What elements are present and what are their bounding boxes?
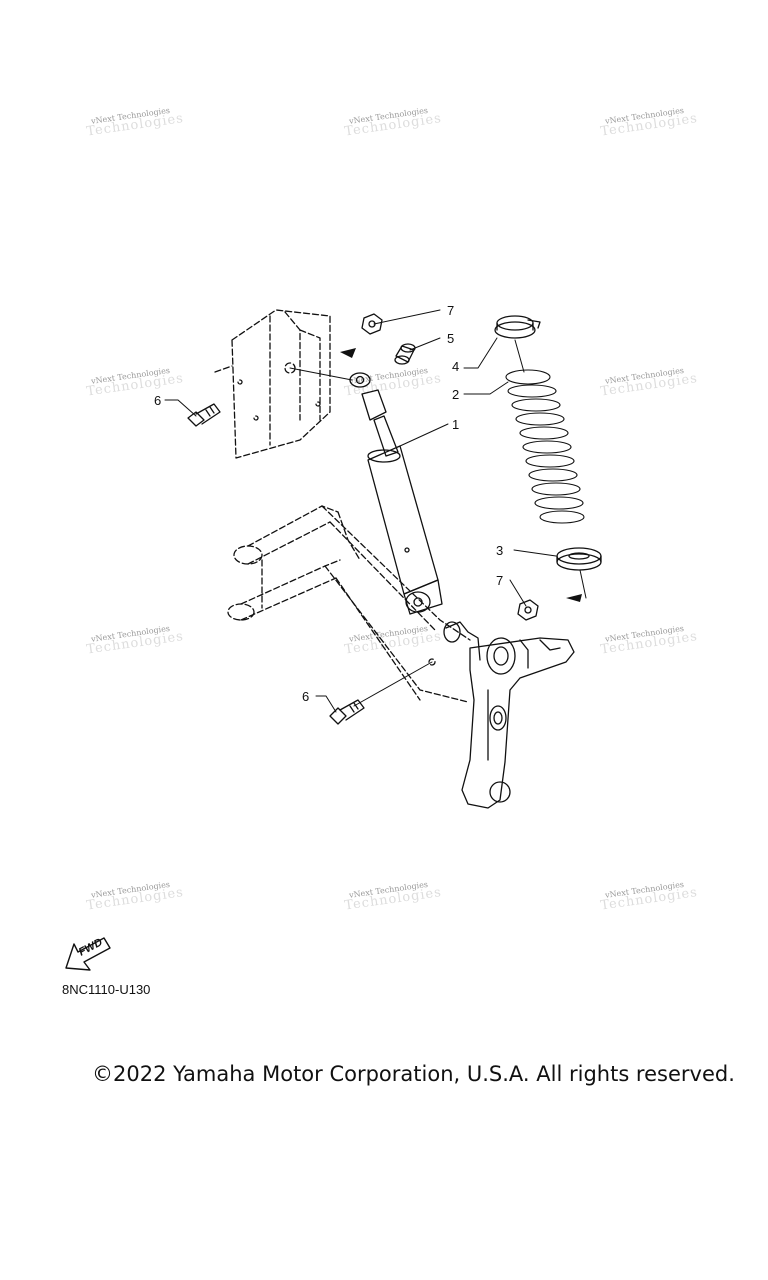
nut-top bbox=[361, 313, 383, 335]
callout-2-spring: 2 bbox=[452, 387, 460, 402]
callout-6-bolt: 6 bbox=[302, 689, 310, 704]
a-arm bbox=[227, 505, 471, 703]
fwd-label: FWD bbox=[77, 936, 105, 958]
bolt-top bbox=[187, 403, 221, 427]
knuckle bbox=[443, 621, 575, 809]
copyright-notice: ©2022 Yamaha Motor Corporation, U.S.A. A… bbox=[92, 1062, 735, 1086]
callout-5-collar: 5 bbox=[447, 331, 455, 346]
frame-bracket bbox=[214, 309, 331, 459]
direction-arrow-icon bbox=[340, 348, 356, 358]
upper-spring-seat bbox=[494, 315, 541, 339]
shock-spring bbox=[505, 369, 585, 524]
diagram-code: 8NC1110-U130 bbox=[62, 982, 151, 997]
lower-spring-seat bbox=[556, 547, 602, 571]
callout-3-lower-seat: 3 bbox=[496, 543, 504, 558]
callout-7-nut: 7 bbox=[496, 573, 504, 588]
direction-arrow-icon bbox=[566, 594, 582, 602]
fwd-arrow-icon bbox=[65, 937, 111, 971]
nut-mid bbox=[517, 599, 539, 621]
callout-7-nut: 7 bbox=[447, 303, 455, 318]
callout-1-shock: 1 bbox=[452, 417, 460, 432]
bolt-bottom bbox=[329, 699, 365, 725]
shock-absorber bbox=[349, 372, 443, 615]
leader-lines bbox=[164, 309, 587, 713]
callout-6-bolt: 6 bbox=[154, 393, 162, 408]
callout-4-upper-seat: 4 bbox=[452, 359, 460, 374]
collar bbox=[394, 343, 416, 365]
